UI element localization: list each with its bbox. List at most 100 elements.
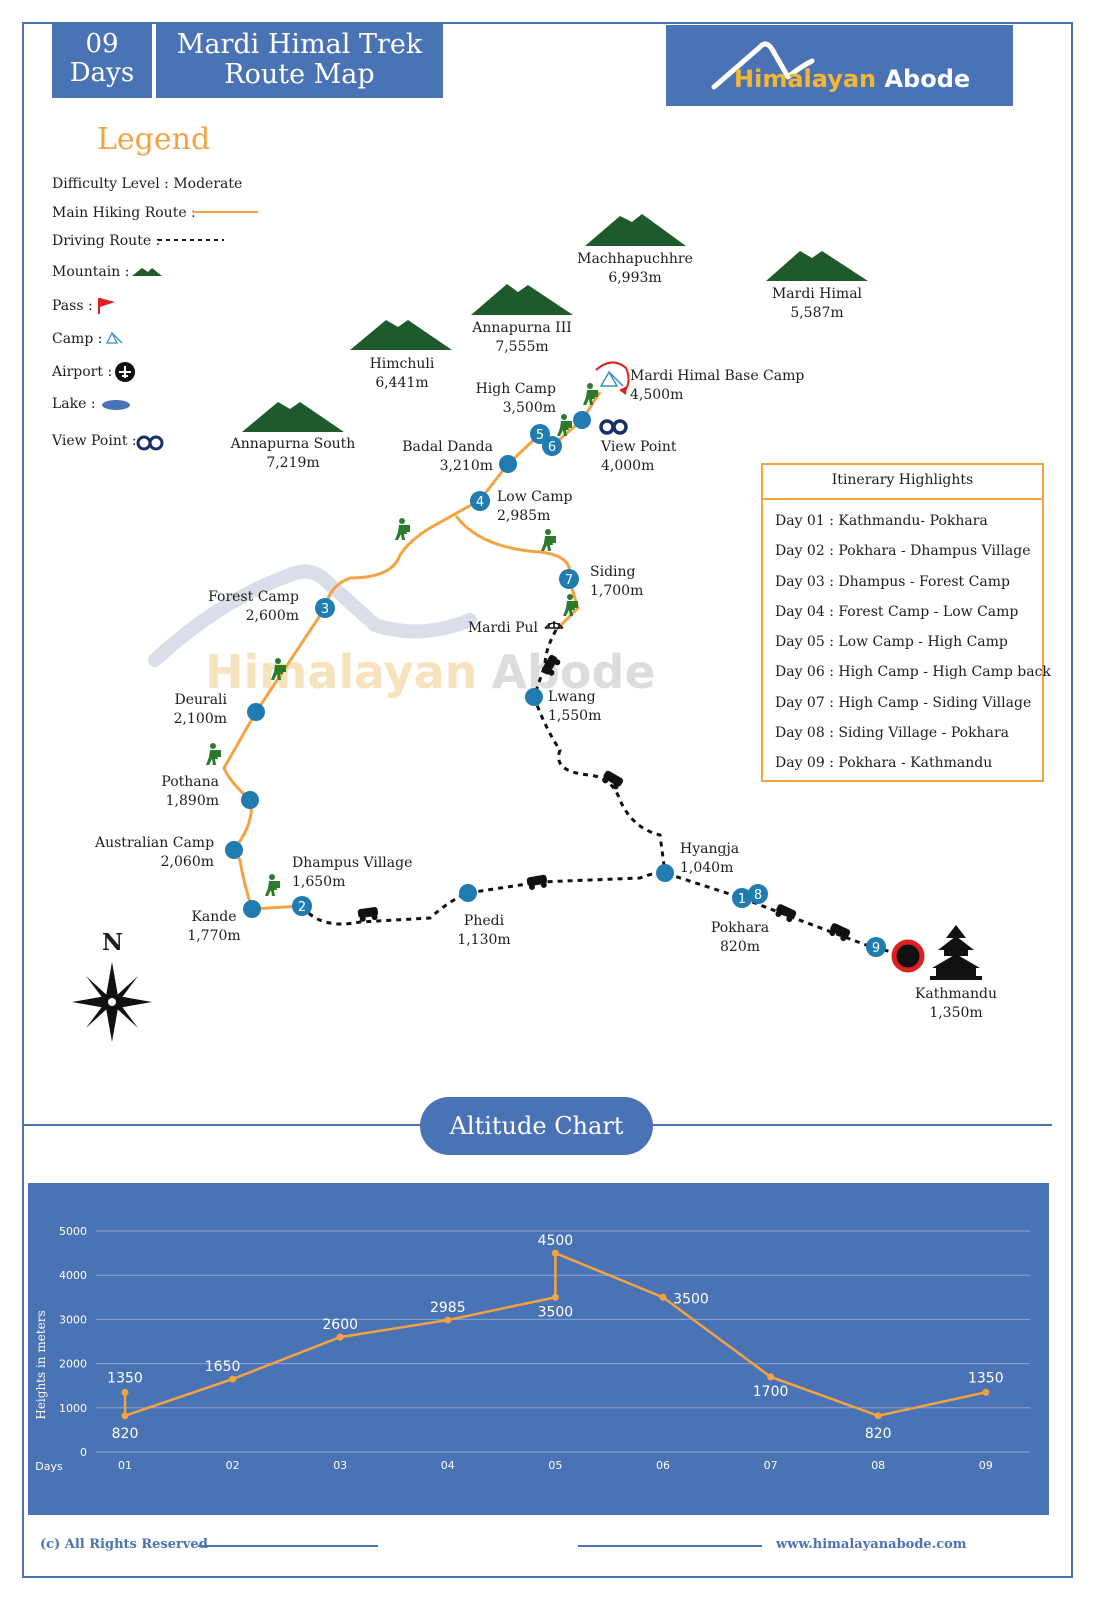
waypoint-dot	[573, 411, 591, 429]
return-arrow-icon	[595, 361, 630, 393]
mountain-annapurna-iii-icon	[471, 284, 573, 315]
page-frame	[22, 22, 1073, 1578]
svg-text:5: 5	[536, 428, 544, 443]
day-marker-9: 9	[866, 937, 886, 957]
legend-lake: Lake :	[52, 396, 96, 412]
legend-view-point: View Point :	[52, 433, 137, 449]
view-point-binocular-icon	[599, 419, 628, 435]
car-icon	[541, 654, 561, 676]
svg-text:9: 9	[872, 941, 880, 956]
kathmandu-temple-icon	[930, 925, 982, 980]
legend-camp: Camp :	[52, 331, 103, 347]
day-marker-1: 1	[732, 888, 752, 908]
waypoint-dot	[241, 791, 259, 809]
hiking-route-return-line	[454, 515, 580, 632]
legend-difficulty: Difficulty Level : Moderate	[52, 176, 243, 192]
svg-text:4: 4	[476, 495, 484, 510]
svg-text:7: 7	[565, 573, 573, 588]
compass-north-label: N	[102, 929, 124, 956]
itinerary-item: Day 09 : Pokhara - Kathmandu	[775, 755, 993, 772]
days-label: Days	[69, 58, 135, 88]
days-number: 09	[85, 29, 119, 59]
car-icon	[829, 923, 851, 942]
logo-text: Himalayan Abode	[734, 65, 971, 93]
footer-website[interactable]: www.himalayanabode.com	[776, 1537, 967, 1552]
legend-title: Legend	[97, 122, 211, 157]
legend-mountain-icon	[132, 268, 162, 276]
waypoint-dot	[499, 455, 517, 473]
waypoint-dot	[459, 884, 477, 902]
hiker-icon	[265, 874, 280, 896]
waypoint-dot	[525, 688, 543, 706]
day-marker-6: 6	[542, 436, 562, 456]
car-icon	[602, 770, 624, 790]
legend-airport: Airport :	[52, 364, 113, 380]
bridge-icon	[544, 621, 564, 629]
logo-mountain-icon	[711, 41, 815, 90]
itinerary-item: Day 01 : Kathmandu- Pokhara	[775, 513, 988, 529]
svg-text:6: 6	[548, 440, 556, 455]
itinerary-item: Day 03 : Dhampus - Forest Camp	[775, 573, 1010, 590]
title-line-1: Mardi Himal Trek	[176, 29, 423, 60]
camp-tent-icon	[599, 370, 624, 387]
legend-hiking-route: Main Hiking Route :	[52, 205, 196, 221]
itinerary-list: Day 01 : Kathmandu- Pokhara Day 02 : Pok…	[763, 500, 1051, 779]
day-marker-8: 8	[748, 884, 768, 904]
hiker-icon	[271, 658, 286, 680]
day-marker-4: 4	[470, 491, 490, 511]
mountain-mardi-himal-icon	[766, 251, 868, 281]
kathmandu-marker-icon	[891, 939, 925, 973]
day-marker-2: 2	[292, 896, 312, 916]
waypoint-dot	[243, 900, 261, 918]
footer-rule-left	[198, 1545, 378, 1547]
mountain-machhapuchhre-icon	[585, 214, 686, 246]
car-icon	[357, 907, 379, 922]
compass-rose-icon	[72, 962, 152, 1042]
title-line-2: Route Map	[224, 59, 375, 90]
waypoint-dot	[225, 841, 243, 859]
hiker-icon	[206, 743, 221, 765]
legend-binocular-icon	[136, 435, 164, 451]
hiker-icon	[583, 383, 598, 405]
legend-driving-route: Driving Route :	[52, 233, 161, 249]
svg-text:3: 3	[321, 602, 329, 617]
mountain-himchuli-icon	[350, 320, 452, 350]
waypoint-dot	[656, 864, 674, 882]
legend-lake-icon	[102, 400, 130, 410]
altitude-chart-panel	[28, 1183, 1049, 1515]
itinerary-item: Day 05 : Low Camp - High Camp	[775, 634, 1008, 651]
day-marker-7: 7	[559, 569, 579, 589]
legend-camp-tent-icon	[105, 331, 123, 344]
waypoint-dot	[247, 703, 265, 721]
hiker-icon	[563, 594, 578, 616]
svg-text:8: 8	[754, 888, 762, 903]
watermark-mountain-icon	[148, 564, 477, 667]
legend-pass-flag-icon	[98, 298, 115, 314]
day-marker-3: 3	[315, 598, 335, 618]
footer-copyright: (c) All Rights Reserved	[40, 1537, 208, 1552]
svg-text:2: 2	[298, 900, 306, 915]
itinerary-item: Day 04 : Forest Camp - Low Camp	[775, 603, 1019, 620]
itinerary-item: Day 07 : High Camp - Siding Village	[775, 694, 1032, 711]
hiker-icon	[395, 518, 410, 540]
